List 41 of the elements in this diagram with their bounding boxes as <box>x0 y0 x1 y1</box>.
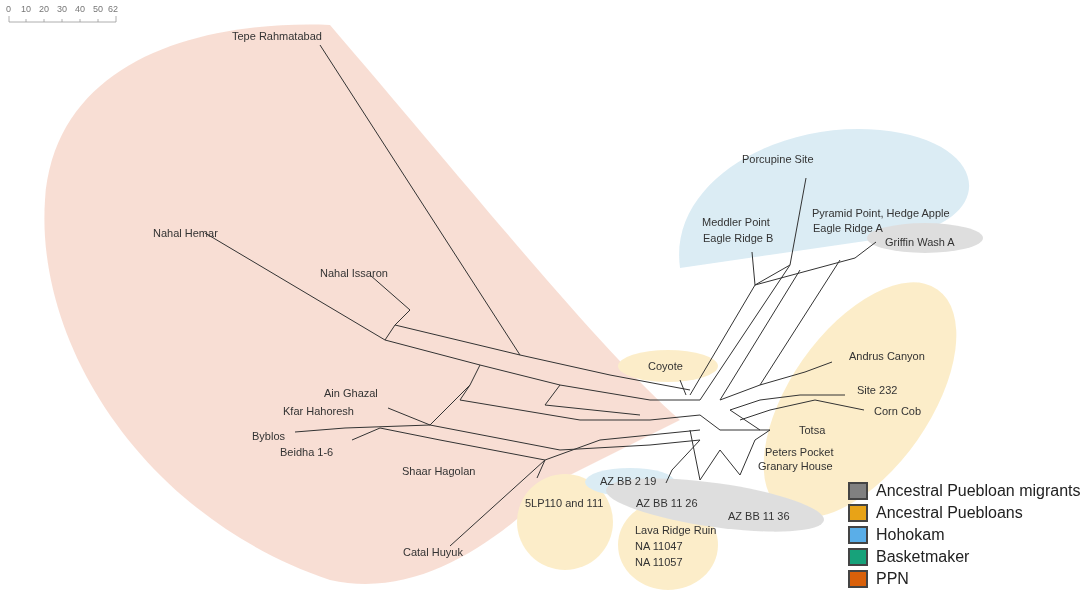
site-label: Shaar Hagolan <box>402 465 476 478</box>
site-label: Totsa <box>799 424 826 437</box>
legend-label: Basketmaker <box>876 548 970 566</box>
site-label: Ain Ghazal <box>324 387 378 400</box>
site-label: 5LP110 and 111 <box>525 497 604 510</box>
site-label: Corn Cob <box>874 405 922 418</box>
site-label: Byblos <box>252 430 286 443</box>
site-label: Granary House <box>758 460 833 473</box>
legend-label: PPN <box>876 570 909 588</box>
legend-label: Ancestral Puebloan migrants <box>876 482 1081 500</box>
site-label: Catal Huyuk <box>403 546 463 559</box>
site-label: Pyramid Point, Hedge Apple <box>812 207 950 220</box>
site-label: NA 11057 <box>635 556 683 569</box>
site-label: Nahal Hemar <box>153 227 218 240</box>
scale-tick-label: 0 <box>6 4 11 14</box>
site-label: Griffin Wash A <box>885 236 955 249</box>
scale-tick-label: 50 <box>93 4 103 14</box>
site-label: Eagle Ridge B <box>703 232 774 245</box>
site-label: AZ BB 2 19 <box>600 475 657 488</box>
site-label: Lava Ridge Ruin <box>635 524 717 537</box>
scale-tick-label: 62 <box>108 4 118 14</box>
site-label: AZ BB 11 36 <box>728 510 790 523</box>
site-label: Coyote <box>648 360 683 373</box>
site-label: Nahal Issaron <box>320 267 388 280</box>
site-label: AZ BB 11 26 <box>636 497 698 510</box>
scale-tick-label: 10 <box>21 4 31 14</box>
scale-tick-label: 30 <box>57 4 67 14</box>
scale-tick-label: 40 <box>75 4 85 14</box>
site-label: Porcupine Site <box>742 153 814 166</box>
site-label: Tepe Rahmatabad <box>232 30 322 43</box>
site-label: Kfar Hahoresh <box>283 405 354 418</box>
site-label: Eagle Ridge A <box>813 222 883 235</box>
legend-label: Hohokam <box>876 526 945 544</box>
site-label: Andrus Canyon <box>849 350 925 363</box>
site-label: Peters Pocket <box>765 446 834 459</box>
site-label: Site 232 <box>857 384 898 397</box>
legend-label: Ancestral Puebloans <box>876 504 1023 522</box>
site-label: NA 11047 <box>635 540 683 553</box>
site-label: Meddler Point <box>702 216 770 229</box>
scale-tick-label: 20 <box>39 4 49 14</box>
site-label: Beidha 1-6 <box>280 446 334 459</box>
